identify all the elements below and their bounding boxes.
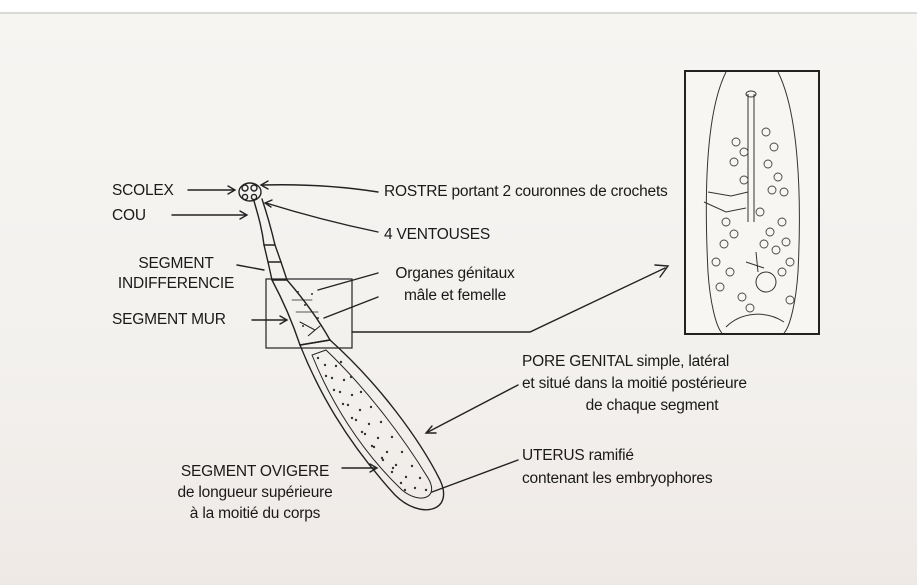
label-organes-2: mâle et femelle (380, 286, 530, 305)
label-segment-mur: SEGMENT MUR (112, 310, 226, 329)
label-pore-genital-2: et situé dans la moitié postérieure (522, 374, 747, 393)
scolex-drawing (239, 183, 261, 201)
label-segment-indifferencie-2: INDIFFERENCIE (108, 274, 244, 293)
label-segment-ovigere-1: SEGMENT OVIGERE (168, 462, 342, 481)
label-cou: COU (112, 206, 146, 225)
neck-drawing (254, 199, 287, 280)
label-scolex: SCOLEX (112, 181, 174, 200)
label-rostre: ROSTRE portant 2 couronnes de crochets (384, 182, 668, 201)
highlight-box (266, 279, 352, 348)
label-organes-1: Organes génitaux (380, 264, 530, 283)
label-pore-genital-3: de chaque segment (522, 396, 782, 415)
label-segment-ovigere-2: de longueur supérieure (168, 483, 342, 502)
label-uterus-2: contenant les embryophores (522, 469, 712, 488)
segment-detail-drawing (686, 72, 818, 333)
label-uterus-1: UTERUS ramifié (522, 446, 634, 465)
label-segment-ovigere-3: à la moitié du corps (168, 504, 342, 523)
label-segment-indifferencie-1: SEGMENT (108, 254, 244, 273)
segment-detail-inset (684, 70, 820, 335)
label-ventouses: 4 VENTOUSES (384, 225, 490, 244)
label-pore-genital-1: PORE GENITAL simple, latéral (522, 352, 729, 371)
